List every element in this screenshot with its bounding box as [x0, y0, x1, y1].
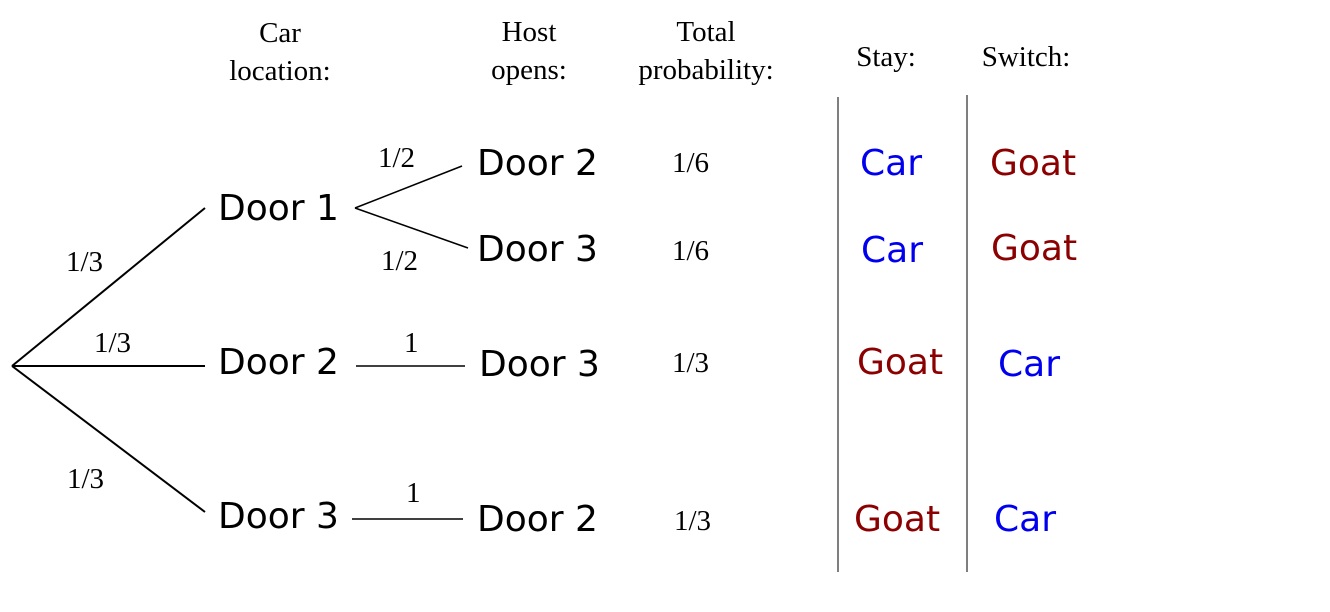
host-opens-door-row2: Door 3 [477, 229, 598, 270]
branch-root-door3 [11, 365, 206, 513]
header-switch: Switch: [981, 41, 1071, 73]
prob-root-door1: 1/3 [66, 246, 104, 278]
prob-host-door2-given-door3: 1 [406, 477, 421, 509]
total-probability-row3: 1/3 [672, 347, 710, 379]
header-host-opens: Host opens: [469, 13, 589, 89]
header-car-location-line2: location: [229, 55, 331, 87]
total-probability-row2: 1/6 [672, 235, 710, 267]
prob-host-door2-given-door1: 1/2 [378, 142, 416, 174]
total-probability-row1: 1/6 [672, 147, 710, 179]
header-host-opens-line2: opens: [491, 54, 567, 86]
header-total-probability-line2: probability: [638, 54, 774, 86]
car-location-door1: Door 1 [218, 188, 339, 229]
header-host-opens-line1: Host [501, 16, 557, 48]
stay-outcome-row1: Car [860, 143, 922, 184]
prob-host-door3-given-door1: 1/2 [381, 245, 419, 277]
stay-outcome-row2: Car [861, 230, 923, 271]
header-total-probability-line1: Total [676, 16, 736, 48]
switch-outcome-row2: Goat [991, 228, 1078, 269]
stay-outcome-row3: Goat [857, 342, 944, 383]
branch-door1-door3 [354, 207, 469, 249]
header-total-probability: Total probability: [616, 13, 796, 89]
header-car-location: Car location: [220, 14, 340, 90]
branch-door1-door2 [354, 165, 463, 209]
total-probability-row4: 1/3 [674, 505, 712, 537]
prob-host-door3-given-door2: 1 [404, 327, 419, 359]
stay-outcome-row4: Goat [854, 499, 941, 540]
host-opens-door-row3: Door 3 [479, 344, 600, 385]
prob-root-door3: 1/3 [67, 463, 105, 495]
prob-root-door2: 1/3 [94, 327, 132, 359]
header-car-location-line1: Car [259, 17, 301, 49]
switch-outcome-row3: Car [998, 344, 1060, 385]
branch-root-door1 [11, 207, 206, 367]
host-opens-door-row1: Door 2 [477, 143, 598, 184]
host-opens-door-row4: Door 2 [477, 499, 598, 540]
car-location-door3: Door 3 [218, 496, 339, 537]
switch-outcome-row1: Goat [990, 143, 1077, 184]
switch-outcome-row4: Car [994, 499, 1056, 540]
car-location-door2: Door 2 [218, 342, 339, 383]
header-stay: Stay: [856, 41, 916, 73]
